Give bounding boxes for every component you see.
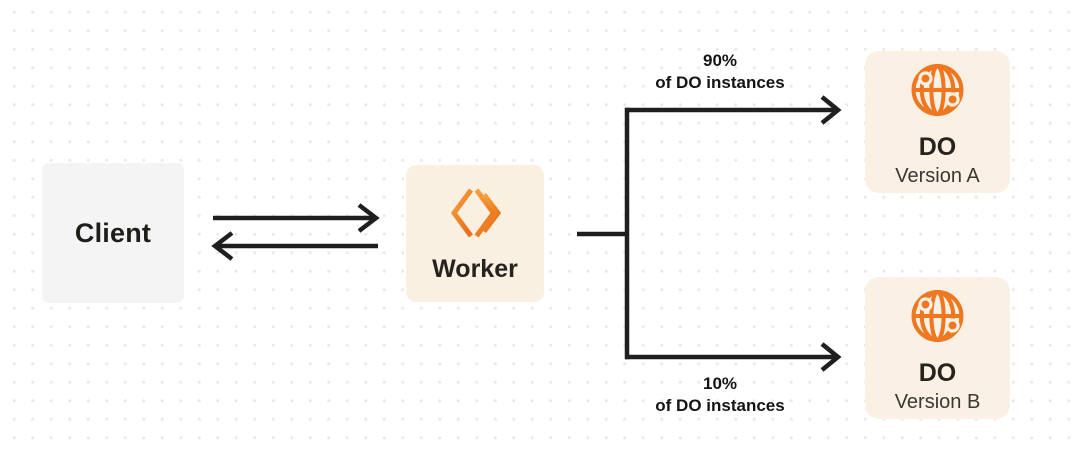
worker-node-label: Worker [432, 255, 518, 283]
durable-object-globe-icon [911, 64, 964, 116]
client-to-worker-request-arrow [213, 203, 380, 233]
do-version-b-subtitle: Version B [894, 391, 981, 413]
do-version-a-title: DO [918, 133, 957, 161]
bottom-branch-caption: of DO instances [655, 396, 785, 415]
do-version-b-title: DO [918, 359, 957, 387]
do-version-a-node: DO Version A [865, 51, 1010, 193]
worker-to-client-response-arrow [211, 231, 378, 261]
top-branch-label: 90% of DO instances [620, 50, 820, 94]
client-node-label: Client [74, 217, 152, 248]
cloudflare-workers-logo-icon [450, 188, 502, 238]
durable-object-globe-icon [911, 290, 964, 342]
worker-node: Worker [406, 165, 544, 302]
branch-top-arrow [625, 95, 842, 125]
branch-bottom-arrow [625, 342, 842, 372]
client-node: Client [42, 163, 184, 303]
do-version-b-node: DO Version B [865, 277, 1010, 419]
bottom-branch-percent: 10% [702, 374, 738, 393]
bottom-branch-label: 10% of DO instances [620, 373, 820, 417]
top-branch-caption: of DO instances [655, 73, 785, 92]
do-version-a-subtitle: Version A [895, 165, 980, 187]
top-branch-percent: 90% [702, 51, 738, 70]
